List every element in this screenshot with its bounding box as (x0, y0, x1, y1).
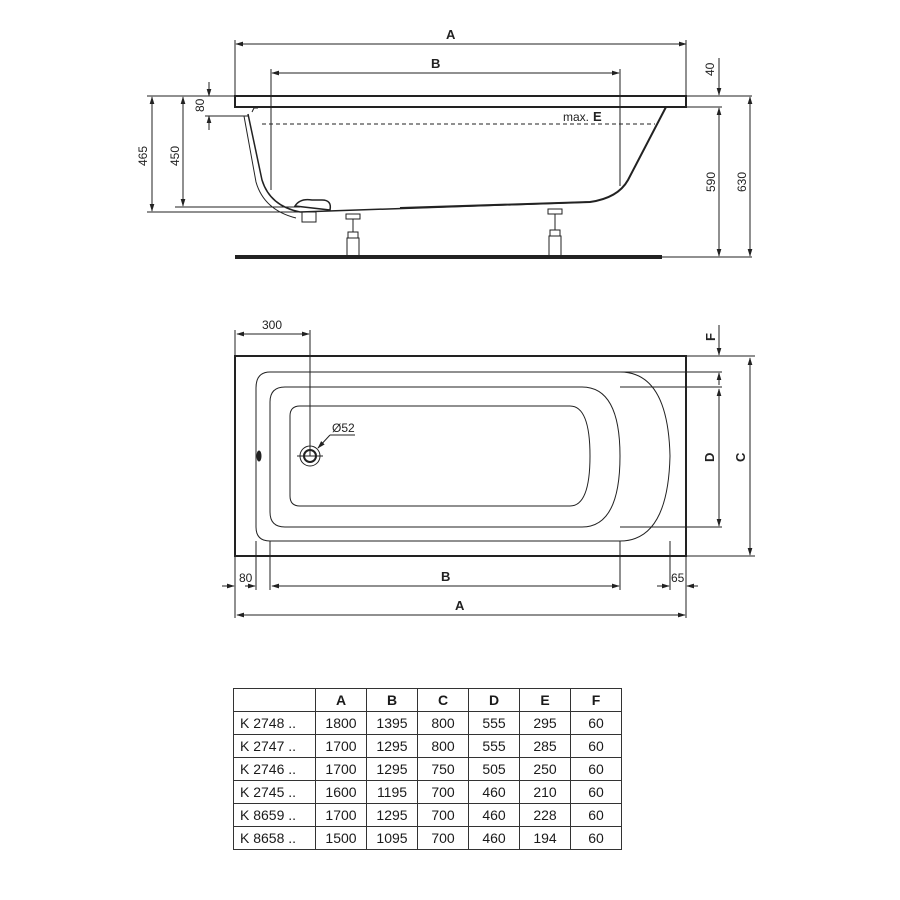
cell-model: K 2746 .. (233, 757, 316, 781)
header-B: B (366, 688, 418, 712)
label-80-side: 80 (193, 98, 207, 112)
label-465: 465 (136, 146, 150, 166)
table-row: K 2747 .. 1700 1295 800 555 285 60 (233, 734, 622, 758)
top-view (222, 325, 755, 618)
label-450: 450 (168, 146, 182, 166)
dimensions-table: A B C D E F K 2748 .. 1800 1395 800 555 … (233, 688, 622, 850)
cell-C: 700 (417, 826, 469, 850)
label-590: 590 (704, 172, 718, 192)
label-B-top: B (441, 569, 450, 584)
cell-F: 60 (570, 803, 622, 827)
cell-D: 505 (468, 757, 520, 781)
label-A-top: A (455, 598, 465, 613)
cell-E: 295 (519, 711, 571, 735)
cell-D: 555 (468, 711, 520, 735)
label-300: 300 (262, 318, 282, 332)
cell-A: 1600 (315, 780, 367, 804)
cell-C: 750 (417, 757, 469, 781)
cell-A: 1700 (315, 757, 367, 781)
cell-E: 250 (519, 757, 571, 781)
side-view-labels: A B max. E 40 80 450 465 590 630 (136, 27, 749, 192)
cell-A: 1700 (315, 734, 367, 758)
cell-model: K 2747 .. (233, 734, 316, 758)
cell-A: 1700 (315, 803, 367, 827)
leg-left (345, 213, 361, 257)
cell-model: K 2748 .. (233, 711, 316, 735)
cell-F: 60 (570, 757, 622, 781)
cell-B: 1295 (366, 734, 418, 758)
leg-right (547, 208, 563, 257)
cell-B: 1295 (366, 757, 418, 781)
cell-D: 460 (468, 803, 520, 827)
label-F: F (703, 333, 718, 341)
cell-model: K 8659 .. (233, 803, 316, 827)
cell-C: 800 (417, 711, 469, 735)
cell-E: 210 (519, 780, 571, 804)
label-65: 65 (671, 571, 685, 585)
label-A-side: A (446, 27, 456, 42)
cell-A: 1500 (315, 826, 367, 850)
table-row: K 2748 .. 1800 1395 800 555 295 60 (233, 711, 622, 735)
cell-F: 60 (570, 711, 622, 735)
cell-D: 555 (468, 734, 520, 758)
label-B-side: B (431, 56, 440, 71)
cell-B: 1195 (366, 780, 418, 804)
cell-F: 60 (570, 734, 622, 758)
label-E: E (593, 109, 602, 124)
cell-A: 1800 (315, 711, 367, 735)
cell-E: 228 (519, 803, 571, 827)
table-row: K 8659 .. 1700 1295 700 460 228 60 (233, 803, 622, 827)
label-80-top: 80 (239, 571, 253, 585)
cell-model: K 2745 .. (233, 780, 316, 804)
cell-C: 700 (417, 780, 469, 804)
header-C: C (417, 688, 469, 712)
cell-C: 700 (417, 803, 469, 827)
table-row: K 8658 .. 1500 1095 700 460 194 60 (233, 826, 622, 850)
cell-D: 460 (468, 780, 520, 804)
cell-B: 1095 (366, 826, 418, 850)
cell-model: K 8658 .. (233, 826, 316, 850)
table-row: K 2745 .. 1600 1195 700 460 210 60 (233, 780, 622, 804)
cell-E: 285 (519, 734, 571, 758)
label-630: 630 (735, 172, 749, 192)
cell-F: 60 (570, 826, 622, 850)
header-A: A (315, 688, 367, 712)
cell-E: 194 (519, 826, 571, 850)
top-view-labels: 300 Ø52 80 65 B A F D C (239, 318, 748, 613)
label-diameter: Ø52 (332, 421, 355, 435)
label-40: 40 (703, 62, 717, 76)
header-E: E (519, 688, 571, 712)
cell-B: 1295 (366, 803, 418, 827)
side-view (147, 40, 753, 259)
technical-drawing: A B max. E 40 80 450 465 590 630 (136, 27, 755, 618)
cell-F: 60 (570, 780, 622, 804)
label-D: D (702, 453, 717, 462)
label-C: C (733, 452, 748, 462)
label-max: max. (563, 110, 589, 124)
header-F: F (570, 688, 622, 712)
cell-D: 460 (468, 826, 520, 850)
cell-C: 800 (417, 734, 469, 758)
table-row: K 2746 .. 1700 1295 750 505 250 60 (233, 757, 622, 781)
header-model (233, 688, 316, 712)
header-D: D (468, 688, 520, 712)
table-header-row: A B C D E F (233, 688, 622, 712)
cell-B: 1395 (366, 711, 418, 735)
